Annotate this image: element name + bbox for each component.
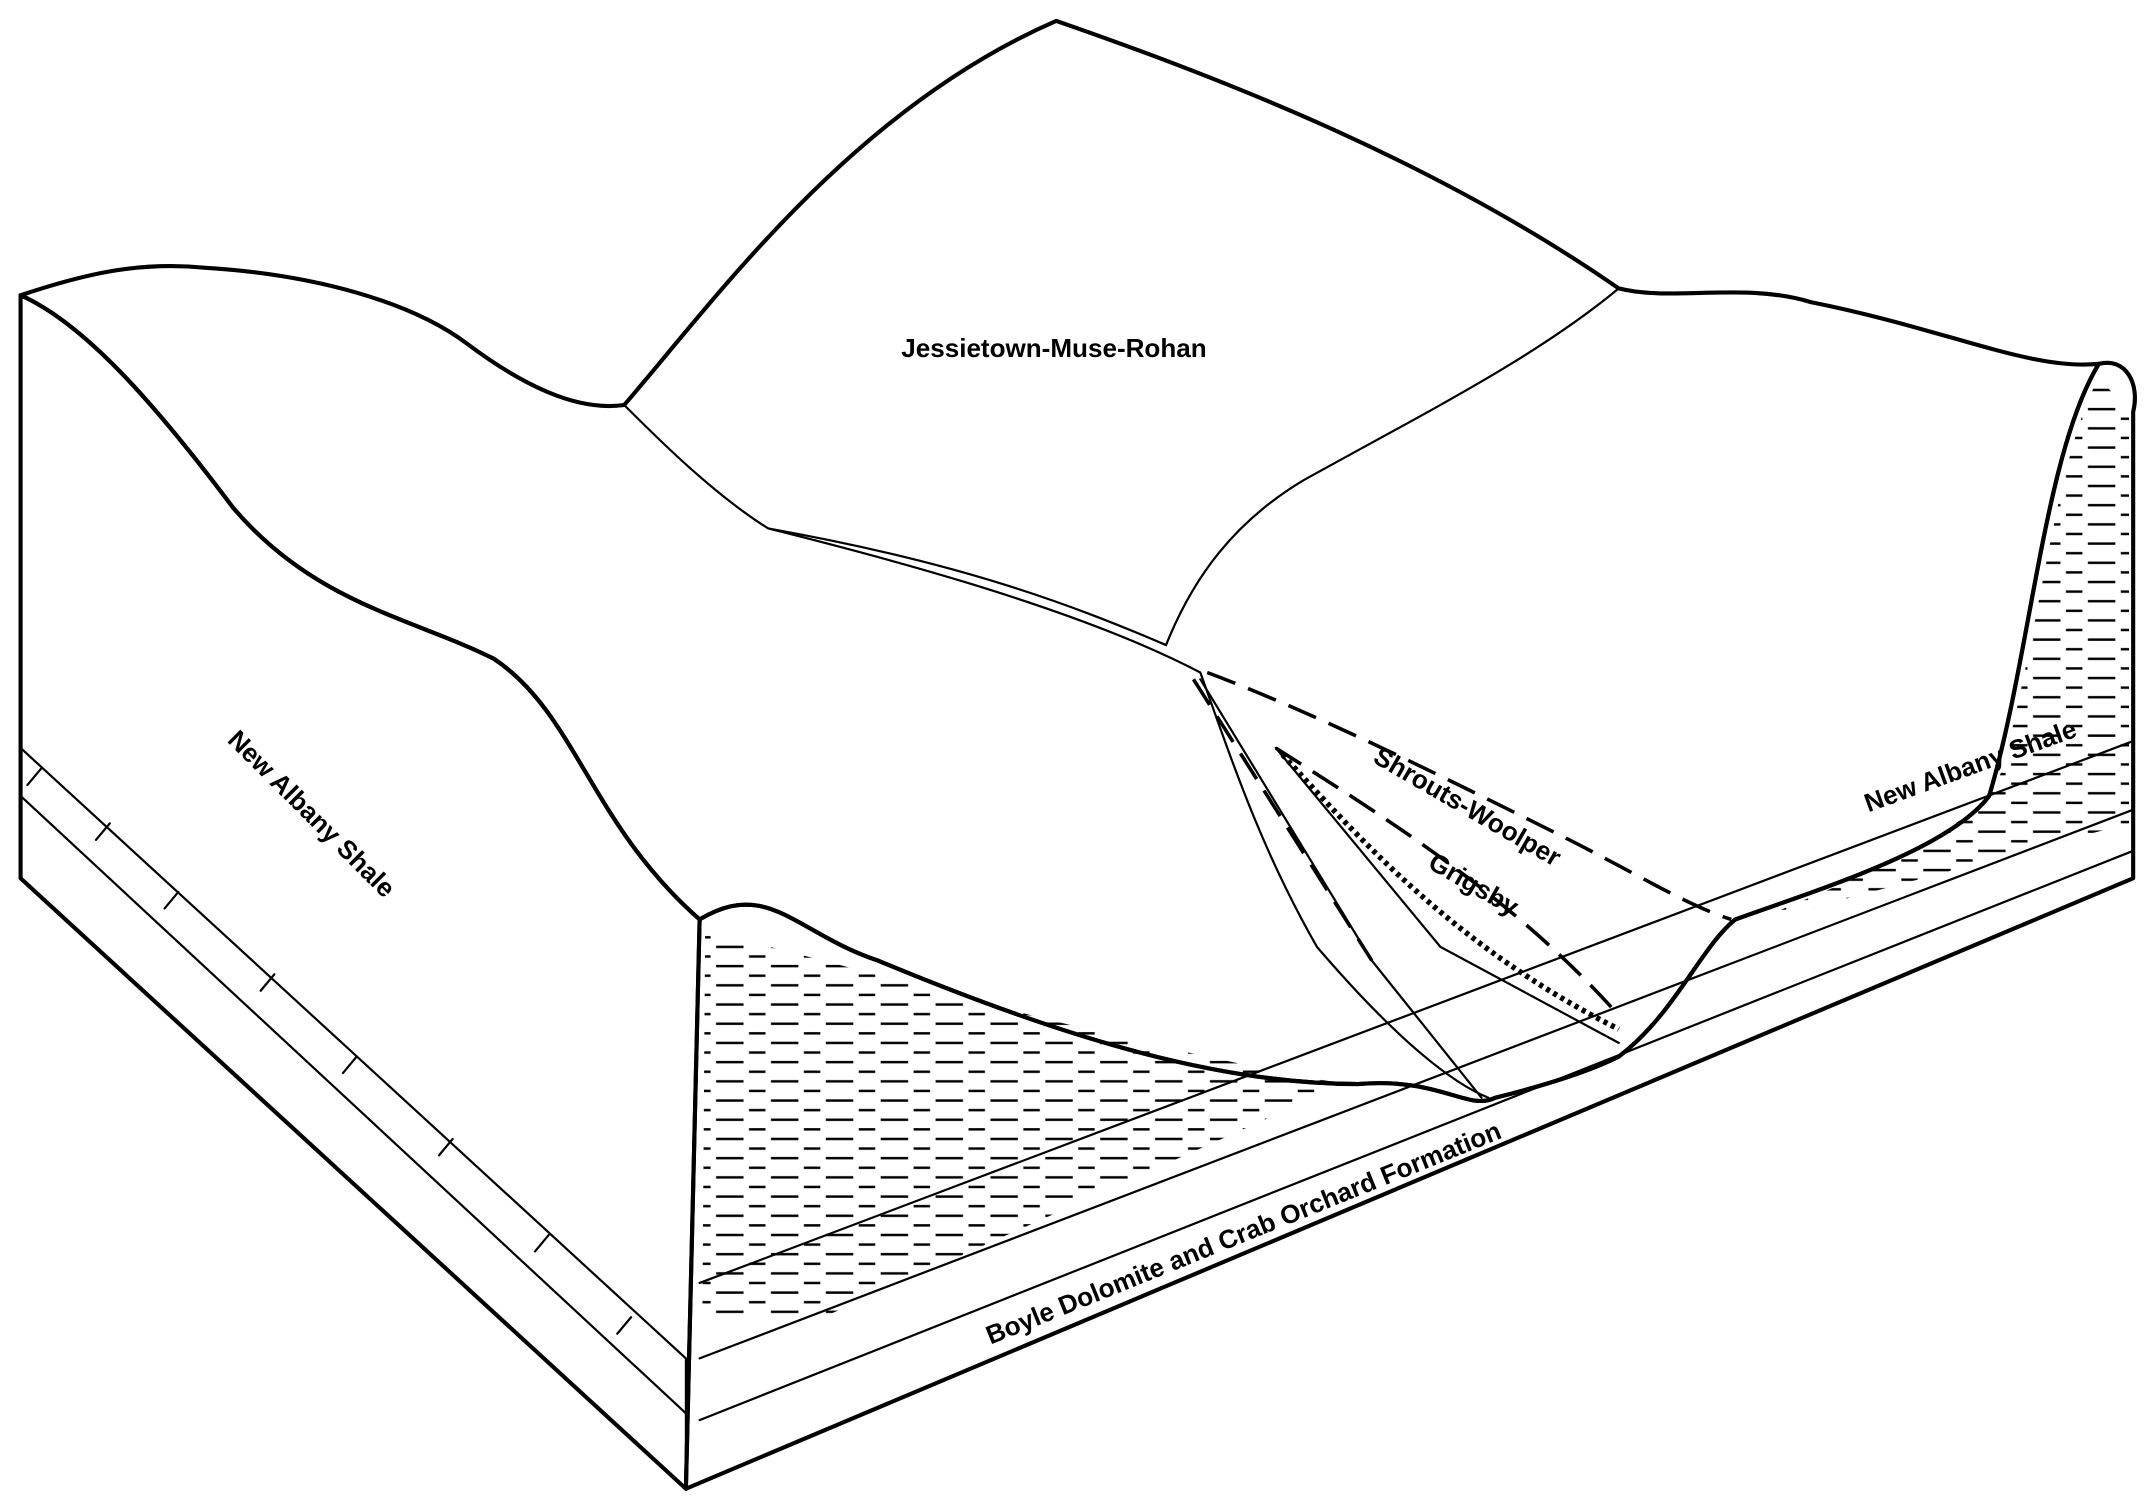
upland-hill [622, 19, 1621, 647]
floodplain-edges [1199, 678, 1620, 1099]
label-jessietown-muse-rohan: Jessietown-Muse-Rohan [901, 333, 1206, 363]
front-face [683, 360, 2137, 1491]
shrouts-woolper-boundary [1206, 670, 1732, 922]
label-shrouts-woolper: Shrouts-Woolper [1369, 741, 1567, 872]
valley-line [767, 527, 1490, 1099]
grigsby-boundary [1274, 746, 1621, 1017]
dolomite-hatch [19, 767, 688, 1415]
stream-channel [1280, 752, 1620, 1032]
terrace-boundary [1191, 678, 1374, 962]
label-grigsby: Grigsby [1424, 847, 1525, 922]
front-shale-band [702, 933, 1345, 1318]
terrain-surface [18, 18, 2101, 1104]
strata-contacts [698, 739, 2135, 1422]
label-new-albany-shale-left: New Albany Shale [222, 724, 401, 903]
right-shale-band [1742, 377, 2130, 927]
left-face [18, 293, 702, 1491]
